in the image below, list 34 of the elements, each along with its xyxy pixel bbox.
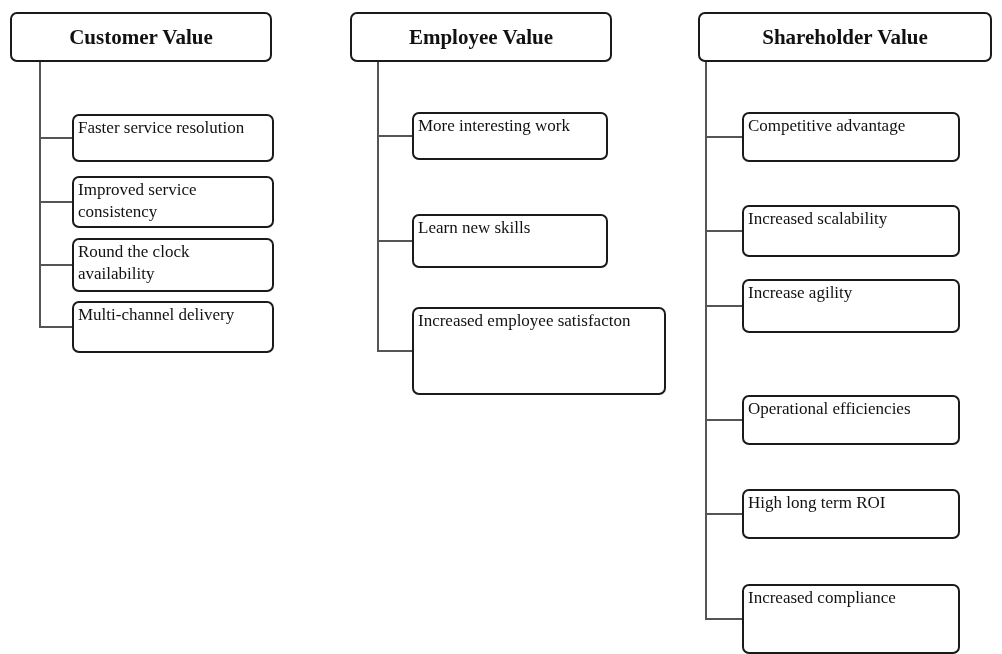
category-title: Shareholder Value: [762, 24, 928, 50]
category-box: [10, 12, 272, 62]
item-box: [72, 114, 274, 162]
item-text: Improved service consistency: [78, 180, 197, 221]
item-box: [72, 238, 274, 292]
item-box: [742, 489, 960, 539]
item-box: [412, 307, 666, 395]
connector-line: [377, 61, 413, 352]
category-title: Customer Value: [69, 24, 213, 50]
item-text: More interesting work: [418, 116, 571, 135]
item-box: [742, 584, 960, 654]
item-text: Competitive advantage: [748, 116, 906, 135]
category-box: [350, 12, 612, 62]
item-text: Increased employee satisfacton: [418, 311, 631, 330]
item-box: [412, 214, 608, 268]
item-box: [742, 205, 960, 257]
item-text: Faster service resolution: [78, 118, 245, 137]
item-text: Increased scalability: [748, 209, 888, 228]
item-text: High long term ROI: [748, 493, 886, 512]
item-box: [72, 301, 274, 353]
item-box: [412, 112, 608, 160]
item-box: [742, 395, 960, 445]
category-title: Employee Value: [408, 24, 554, 50]
item-text: Operational efficiencies: [748, 399, 911, 418]
item-text: Increased compliance: [748, 588, 896, 607]
item-box: [742, 279, 960, 333]
item-text: Increase agility: [748, 283, 853, 302]
category-box: [698, 12, 992, 62]
item-box: [72, 176, 274, 228]
item-text: Multi-channel delivery: [78, 305, 235, 324]
connector-line: [39, 61, 73, 328]
item-text: Round the clock availability: [78, 242, 190, 283]
item-text: Learn new skills: [418, 218, 531, 237]
item-box: [742, 112, 960, 162]
